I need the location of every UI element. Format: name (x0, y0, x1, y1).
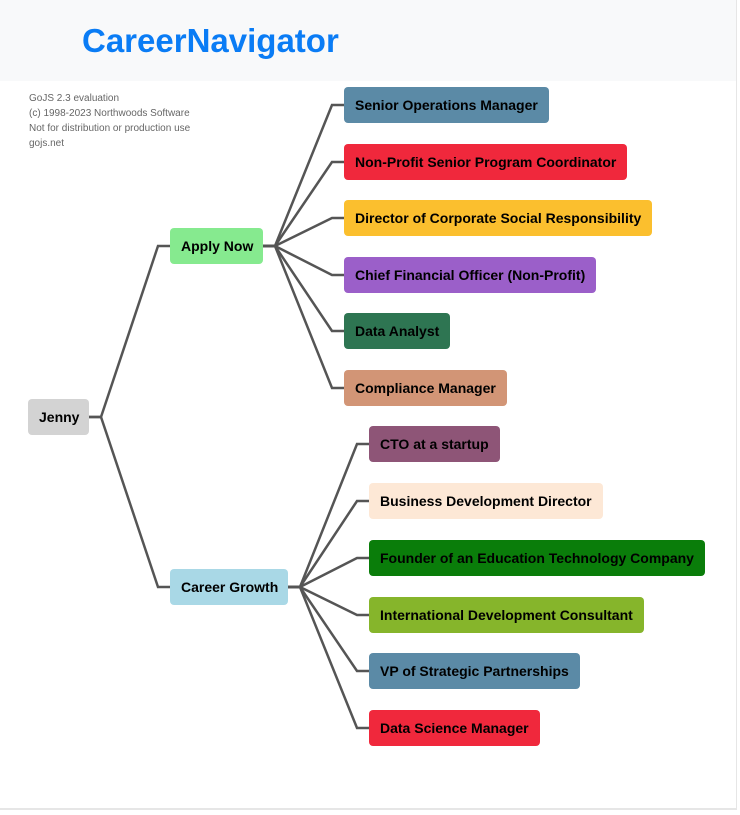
node-label: Non-Profit Senior Program Coordinator (355, 154, 617, 170)
app-title: CareerNavigator (82, 22, 339, 59)
tree-link (288, 585, 369, 730)
node-label: Founder of an Education Technology Compa… (380, 550, 694, 566)
job-node[interactable]: Director of Corporate Social Responsibil… (344, 200, 653, 236)
tree-link (288, 442, 369, 589)
watermark-line: gojs.net (29, 138, 65, 149)
watermark-line: (c) 1998-2023 Northwoods Software (29, 108, 190, 119)
node-label: Compliance Manager (355, 380, 496, 396)
node-label: Business Development Director (380, 493, 592, 509)
job-node[interactable]: VP of Strategic Partnerships (369, 653, 580, 689)
node-label: Jenny (39, 409, 80, 425)
node-label: Chief Financial Officer (Non-Profit) (355, 267, 586, 283)
job-node[interactable]: Data Analyst (344, 313, 451, 349)
header: CareerNavigator (0, 0, 736, 81)
branch-node[interactable]: Career Growth (170, 569, 288, 605)
job-node[interactable]: CTO at a startup (369, 426, 500, 462)
job-node[interactable]: International Development Consultant (369, 597, 644, 633)
watermark-line: Not for distribution or production use (29, 123, 191, 134)
node-label: Career Growth (181, 579, 279, 595)
job-node[interactable]: Chief Financial Officer (Non-Profit) (344, 257, 597, 293)
node-label: Apply Now (181, 238, 254, 254)
job-node[interactable]: Senior Operations Manager (344, 87, 549, 123)
tree-link (288, 556, 369, 589)
tree-link (263, 244, 344, 390)
gojs-watermark: GoJS 2.3 evaluation (c) 1998-2023 Northw… (29, 91, 190, 151)
tree-link (89, 415, 170, 589)
job-node[interactable]: Non-Profit Senior Program Coordinator (344, 144, 628, 180)
node-label: CTO at a startup (380, 436, 489, 452)
node-label: Director of Corporate Social Responsibil… (355, 210, 642, 226)
node-label: Data Science Manager (380, 720, 529, 736)
tree-link (263, 103, 344, 248)
tree-link (263, 244, 344, 277)
node-label: Data Analyst (355, 323, 440, 339)
node-label: VP of Strategic Partnerships (380, 663, 569, 679)
job-node[interactable]: Founder of an Education Technology Compa… (369, 540, 705, 576)
root-node[interactable]: Jenny (28, 399, 89, 435)
tree-link (89, 244, 170, 419)
tree-link (288, 585, 369, 617)
job-node[interactable]: Compliance Manager (344, 370, 507, 406)
job-node[interactable]: Data Science Manager (369, 710, 540, 746)
node-label: Senior Operations Manager (355, 97, 538, 113)
job-node[interactable]: Business Development Director (369, 483, 603, 519)
watermark-line: GoJS 2.3 evaluation (29, 93, 120, 104)
node-label: International Development Consultant (380, 607, 633, 623)
branch-node[interactable]: Apply Now (170, 228, 263, 264)
tree-link (263, 216, 344, 248)
